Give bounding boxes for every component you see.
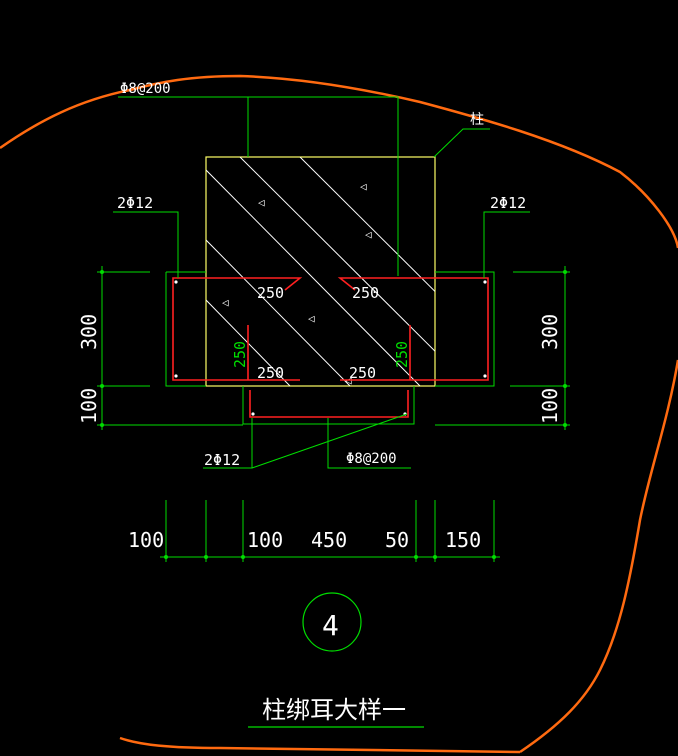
anchor-label-vertical: 250 xyxy=(393,341,411,368)
left-bars-label: 2Φ12 xyxy=(117,194,153,212)
dim-bottom: 450 xyxy=(311,528,347,552)
vertical-dimensions xyxy=(97,266,570,430)
anchor-label: 250 xyxy=(349,364,376,382)
dim-ticks xyxy=(100,270,567,427)
column-tag: 柱 xyxy=(470,112,484,128)
detail-bubble xyxy=(302,592,362,652)
revision-cloud xyxy=(0,74,678,754)
svg-text:◁: ◁ xyxy=(308,312,315,325)
dim-left-300: 300 xyxy=(77,314,101,350)
bottom-stirrup-label: Φ8@200 xyxy=(346,451,397,467)
anchor-label: 250 xyxy=(257,364,284,382)
dim-bottom: 100 xyxy=(247,528,283,552)
anchor-label-vertical: 250 xyxy=(231,341,249,368)
anchor-label: 250 xyxy=(352,284,379,302)
bottom-dimension-line xyxy=(160,500,500,562)
anchor-label: 250 xyxy=(257,284,284,302)
svg-text:◁: ◁ xyxy=(360,180,367,193)
leaders xyxy=(113,96,530,469)
rebar xyxy=(172,277,489,418)
dim-right-100: 100 xyxy=(538,388,562,424)
right-bars-label: 2Φ12 xyxy=(490,194,526,212)
svg-text:◁: ◁ xyxy=(222,296,229,309)
dim-bottom: 50 xyxy=(385,528,409,552)
dim-left-100: 100 xyxy=(77,388,101,424)
bottom-dim-ticks xyxy=(164,555,496,559)
dim-bottom: 150 xyxy=(445,528,481,552)
detail-number: 4 xyxy=(322,609,339,642)
bottom-bars-label: 2Φ12 xyxy=(204,451,240,469)
dim-right-300: 300 xyxy=(538,314,562,350)
svg-text:◁: ◁ xyxy=(258,196,265,209)
svg-text:◁: ◁ xyxy=(365,228,372,241)
dim-bottom: 100 xyxy=(128,528,164,552)
top-stirrup-label: Φ8@200 xyxy=(120,81,171,97)
detail-title: 柱绑耳大样一 xyxy=(262,696,406,724)
